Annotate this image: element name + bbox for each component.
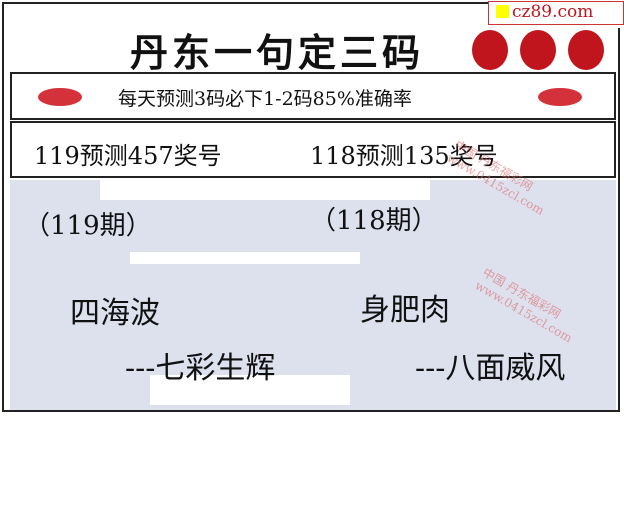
poster-title: 丹东一句定三码 (130, 31, 425, 75)
decoration-icon (568, 30, 604, 70)
riddle-phrase-119: 四海波 (70, 296, 160, 331)
slogan-box (10, 72, 616, 120)
lottery-logo-icon (538, 88, 582, 106)
decoration-icon (472, 30, 508, 70)
site-badge-text: cz89.com (512, 2, 594, 22)
square-icon (496, 5, 509, 18)
riddle-phrase-118: 身肥肉 (360, 293, 450, 328)
slogan: 每天预测3码必下1-2码85%准确率 (118, 88, 412, 110)
riddle-hint-119: ---七彩生辉 (125, 351, 276, 386)
lottery-logo-icon (38, 88, 82, 106)
site-badge[interactable]: cz89.com (488, 1, 624, 25)
riddle-hint-118: ---八面威风 (415, 351, 566, 386)
period-118: （118期） (310, 206, 438, 236)
riddle-panel (10, 180, 616, 410)
prediction-119: 119预测457奖号 (34, 142, 222, 170)
period-119: （119期） (24, 211, 152, 241)
prediction-box (10, 121, 616, 178)
decoration-icon (520, 30, 556, 70)
prediction-118: 118预测135奖号 (310, 142, 498, 170)
